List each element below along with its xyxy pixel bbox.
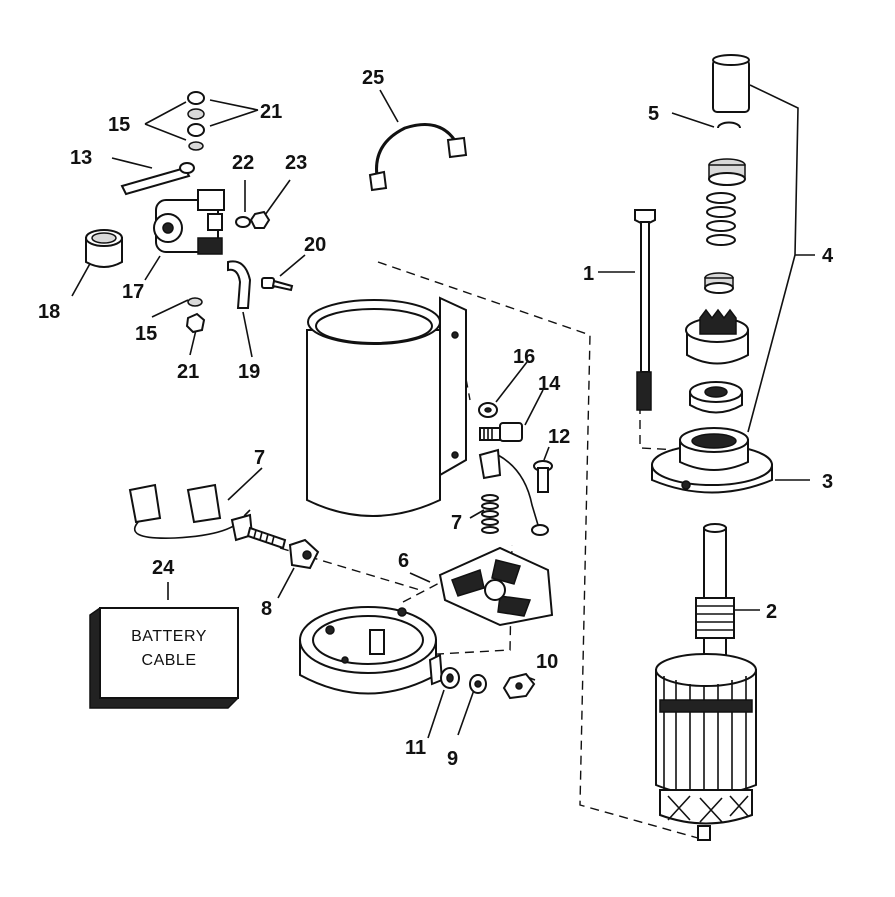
solenoid-17 — [153, 189, 225, 255]
callout-9: 9 — [447, 748, 458, 770]
battery-cable-box: BATTERY CABLE — [89, 607, 239, 709]
stop-nut — [689, 381, 743, 414]
armature — [655, 523, 757, 841]
nut-23 — [249, 210, 271, 229]
callout-23: 23 — [285, 152, 307, 174]
callout-4: 4 — [822, 245, 834, 267]
callout-14: 14 — [538, 373, 561, 395]
insulator-8 — [288, 538, 320, 570]
callout-24: 24 — [152, 557, 175, 579]
brush-spring — [481, 494, 499, 534]
through-bolt — [634, 209, 656, 411]
brush-leads — [128, 483, 287, 550]
callout-15-top: 15 — [108, 114, 130, 136]
nut-washer-stack — [187, 91, 205, 151]
nut-washer-lower — [185, 297, 206, 334]
callout-22: 22 — [232, 152, 254, 174]
boot-18 — [85, 229, 123, 268]
commutator-end-cap — [299, 606, 444, 695]
callout-21-bottom: 21 — [177, 361, 199, 383]
callout-16: 16 — [513, 346, 535, 368]
callout-5: 5 — [648, 103, 659, 125]
callout-7-right: 7 — [451, 512, 462, 534]
callout-10: 10 — [536, 651, 558, 673]
armature-threads — [695, 597, 735, 639]
leader-lines — [71, 84, 815, 739]
callout-19: 19 — [238, 361, 260, 383]
callout-11: 11 — [405, 737, 426, 759]
callout-3: 3 — [822, 471, 833, 493]
starter-frame — [306, 296, 467, 517]
callout-17: 17 — [122, 281, 144, 303]
callout-18: 18 — [38, 301, 60, 323]
stud-13 — [120, 162, 195, 196]
callout-20: 20 — [304, 234, 326, 256]
brush-lead-assembly — [478, 448, 549, 536]
callout-25: 25 — [362, 67, 384, 89]
washer-11 — [440, 667, 460, 689]
drive-end-cap — [651, 427, 773, 494]
nut-10 — [502, 672, 536, 700]
brush-plate — [438, 546, 554, 627]
washer-9 — [469, 674, 487, 694]
solenoid-group — [85, 91, 294, 334]
screw-20 — [261, 277, 294, 292]
cable-25 — [368, 123, 468, 192]
callout-21-top: 21 — [260, 101, 282, 123]
drive-assembly — [685, 54, 750, 414]
callout-15-bottom: 15 — [135, 323, 157, 345]
battery-box-line1: BATTERY — [131, 628, 207, 645]
callout-labels: 1 2 3 4 5 6 7 7 8 9 10 11 12 13 14 15 15… — [38, 67, 834, 770]
callout-2: 2 — [766, 601, 777, 623]
callout-8: 8 — [261, 598, 272, 620]
callout-1: 1 — [583, 263, 594, 285]
callout-12: 12 — [548, 426, 570, 448]
screw-12 — [533, 460, 553, 493]
battery-box-line2: CABLE — [142, 652, 197, 669]
callout-13: 13 — [70, 147, 92, 169]
callout-6: 6 — [398, 550, 409, 572]
washer-16 — [478, 402, 498, 418]
clamp-19 — [227, 260, 252, 309]
screw-14 — [479, 422, 523, 442]
washer-22 — [235, 216, 251, 228]
drive-spring — [706, 192, 736, 246]
pinion-gear — [685, 308, 749, 365]
callout-7-left: 7 — [254, 447, 265, 469]
